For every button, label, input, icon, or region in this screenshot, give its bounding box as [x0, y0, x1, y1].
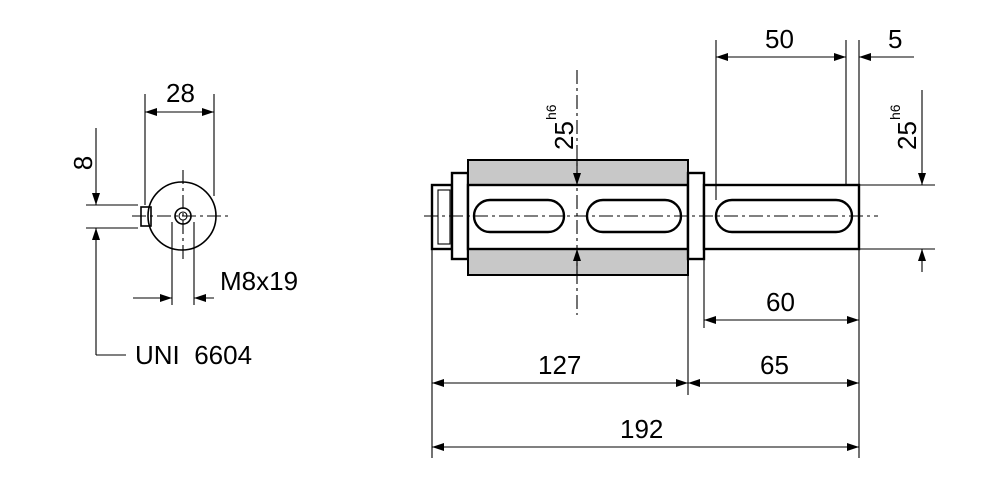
shaft-body	[466, 183, 690, 251]
shaft-extension	[702, 183, 861, 251]
dim-label-60: 60	[766, 287, 795, 317]
dim-label-50: 50	[765, 24, 794, 54]
dim-label-65: 65	[760, 350, 789, 380]
end-view: 28 8 M8x19 UNI 6604	[68, 78, 298, 370]
dim-tol-25-end: h6	[887, 104, 903, 120]
side-view: 25 h6 50 5 25 h6 60 127 65 192	[424, 24, 935, 458]
dim-label-5: 5	[888, 24, 902, 54]
dim-label-28: 28	[166, 78, 195, 108]
dim-label-8: 8	[68, 156, 98, 170]
hub-lower	[467, 247, 689, 276]
dim-label-25-end: 25	[892, 121, 922, 150]
dim-tol-25-main: h6	[543, 104, 559, 120]
dim-label-192: 192	[620, 414, 663, 444]
dim-label-25-main: 25	[549, 121, 579, 150]
hub-upper	[467, 159, 689, 188]
dim-label-127: 127	[538, 350, 581, 380]
shaft-end-cap	[430, 183, 454, 251]
standard-label: UNI 6604	[135, 340, 252, 370]
thread-label: M8x19	[220, 266, 298, 296]
